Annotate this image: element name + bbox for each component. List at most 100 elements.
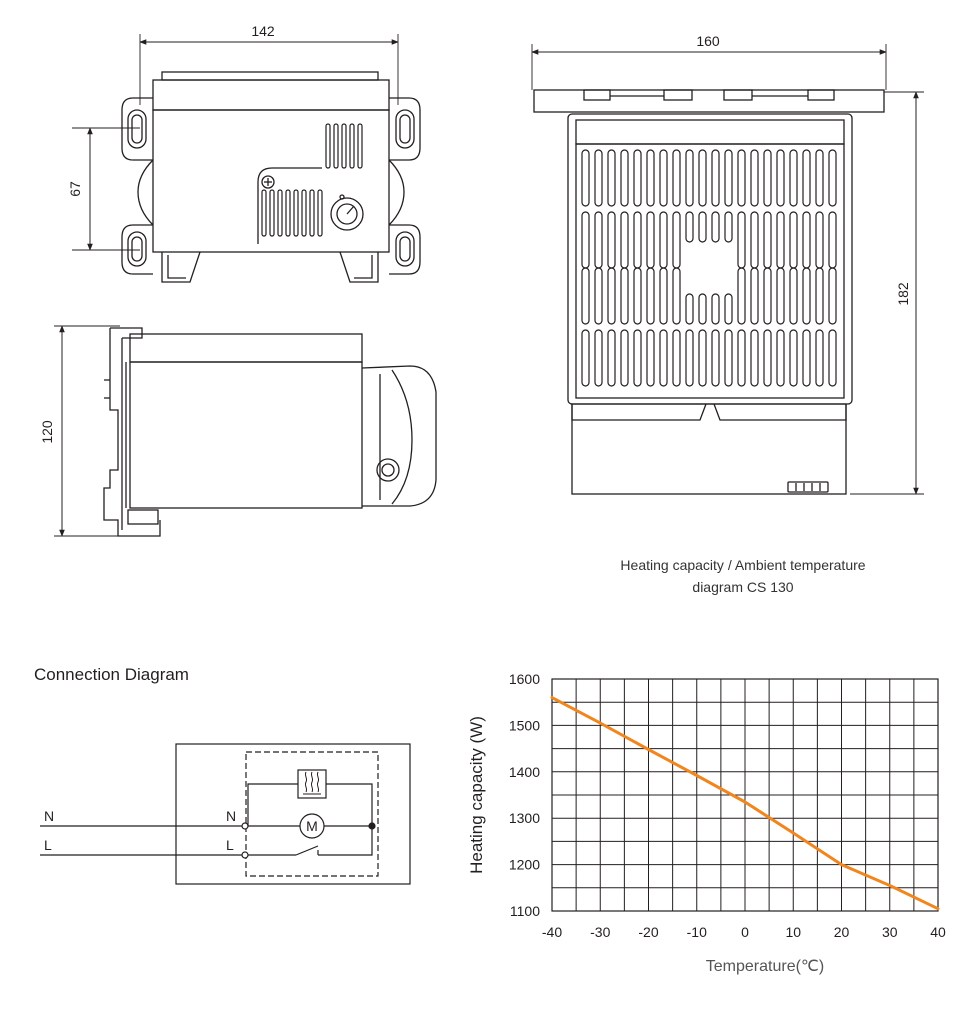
grille-slot (789, 149, 798, 207)
grille-slot (789, 329, 798, 387)
grille-slot (750, 267, 759, 325)
grille-slot (607, 329, 616, 387)
grille-slot (646, 267, 655, 325)
x-tick-label: -20 (638, 924, 658, 940)
grille-slot (711, 293, 720, 325)
x-tick-label: -10 (687, 924, 707, 940)
grille-slot (633, 329, 642, 387)
grille-slot (737, 211, 746, 269)
grille-slot (659, 211, 668, 269)
grille-slot (828, 211, 837, 269)
connection-diagram-title: Connection Diagram (34, 665, 189, 684)
grille-slot (763, 267, 772, 325)
grille-slot (724, 293, 733, 325)
n-terminal-label: N (226, 808, 236, 824)
top-view-drawing (72, 34, 421, 283)
grille-slot (659, 267, 668, 325)
n-line-label: N (44, 808, 54, 824)
grille-slot (763, 211, 772, 269)
grille-slot (685, 149, 694, 207)
x-tick-label: 40 (930, 924, 946, 940)
grille-slot (685, 329, 694, 387)
grille-slot (828, 329, 837, 387)
y-tick-label: 1600 (509, 671, 540, 687)
grille-slot (750, 211, 759, 269)
grille-slot (698, 329, 707, 387)
grille-slot (672, 267, 681, 325)
grille-slot (633, 267, 642, 325)
grille-slot (633, 149, 642, 207)
grille-slot (711, 211, 720, 243)
grille-slot (594, 329, 603, 387)
x-tick-label: 20 (834, 924, 850, 940)
grille-slot (711, 329, 720, 387)
heating-capacity-curve (550, 696, 940, 911)
grille-slot (685, 211, 694, 243)
grille-slot (724, 149, 733, 207)
grille-slot (698, 293, 707, 325)
front-view-drawing (531, 44, 924, 495)
grille-slot (776, 329, 785, 387)
grille-slot (620, 149, 629, 207)
grille-slot (698, 149, 707, 207)
grille-slot (815, 267, 824, 325)
grille-slot (594, 267, 603, 325)
grille-slot (815, 211, 824, 269)
grille-slot (672, 149, 681, 207)
l-terminal-label: L (226, 837, 234, 853)
grille-slot (737, 149, 746, 207)
grille-slot (737, 267, 746, 325)
x-tick-label: 10 (785, 924, 801, 940)
grille-slot (646, 211, 655, 269)
grille-slot (594, 211, 603, 269)
grille-slot (815, 149, 824, 207)
grille-slot (581, 329, 590, 387)
grille-slot (672, 329, 681, 387)
depth-dimension: 120 (39, 420, 55, 444)
grille-slot (646, 329, 655, 387)
grille-slot (620, 267, 629, 325)
side-view-drawing (54, 325, 437, 537)
grille-slot (581, 267, 590, 325)
grille-slot (607, 211, 616, 269)
motor-symbol-label: M (306, 818, 318, 834)
grille-slot (763, 329, 772, 387)
hole-spacing-dimension: 67 (67, 181, 83, 197)
top-width-dimension: 142 (251, 23, 275, 39)
grille-slot (776, 267, 785, 325)
x-tick-label: 0 (741, 924, 749, 940)
x-tick-label: -40 (542, 924, 562, 940)
grille-slot (750, 149, 759, 207)
grille-slot (776, 211, 785, 269)
y-axis-label: Heating capacity (W) (467, 716, 486, 874)
grille-slot (633, 211, 642, 269)
front-width-dimension: 160 (696, 33, 720, 49)
grille-slot (776, 149, 785, 207)
grille-slot (672, 211, 681, 269)
grille-slot (828, 267, 837, 325)
grille-slot (607, 267, 616, 325)
connection-diagram (40, 743, 411, 885)
grille-slot (802, 267, 811, 325)
grille-slot (620, 211, 629, 269)
grille-slot (802, 149, 811, 207)
x-axis-label: Temperature(℃) (706, 958, 824, 975)
grille-slot (789, 267, 798, 325)
grille-slot (685, 293, 694, 325)
grille-slot (594, 149, 603, 207)
grille-slot (620, 329, 629, 387)
grille-slot (646, 149, 655, 207)
grille-slot (581, 149, 590, 207)
grille-slot (802, 211, 811, 269)
x-tick-label: 30 (882, 924, 898, 940)
chart-caption-line2: diagram CS 130 (692, 579, 793, 595)
l-line-label: L (44, 837, 52, 853)
grille-slot (802, 329, 811, 387)
grille-slot (659, 329, 668, 387)
y-tick-label: 1200 (509, 857, 540, 873)
grille-slot (789, 211, 798, 269)
height-dimension: 182 (895, 282, 911, 306)
grille-slot (724, 329, 733, 387)
